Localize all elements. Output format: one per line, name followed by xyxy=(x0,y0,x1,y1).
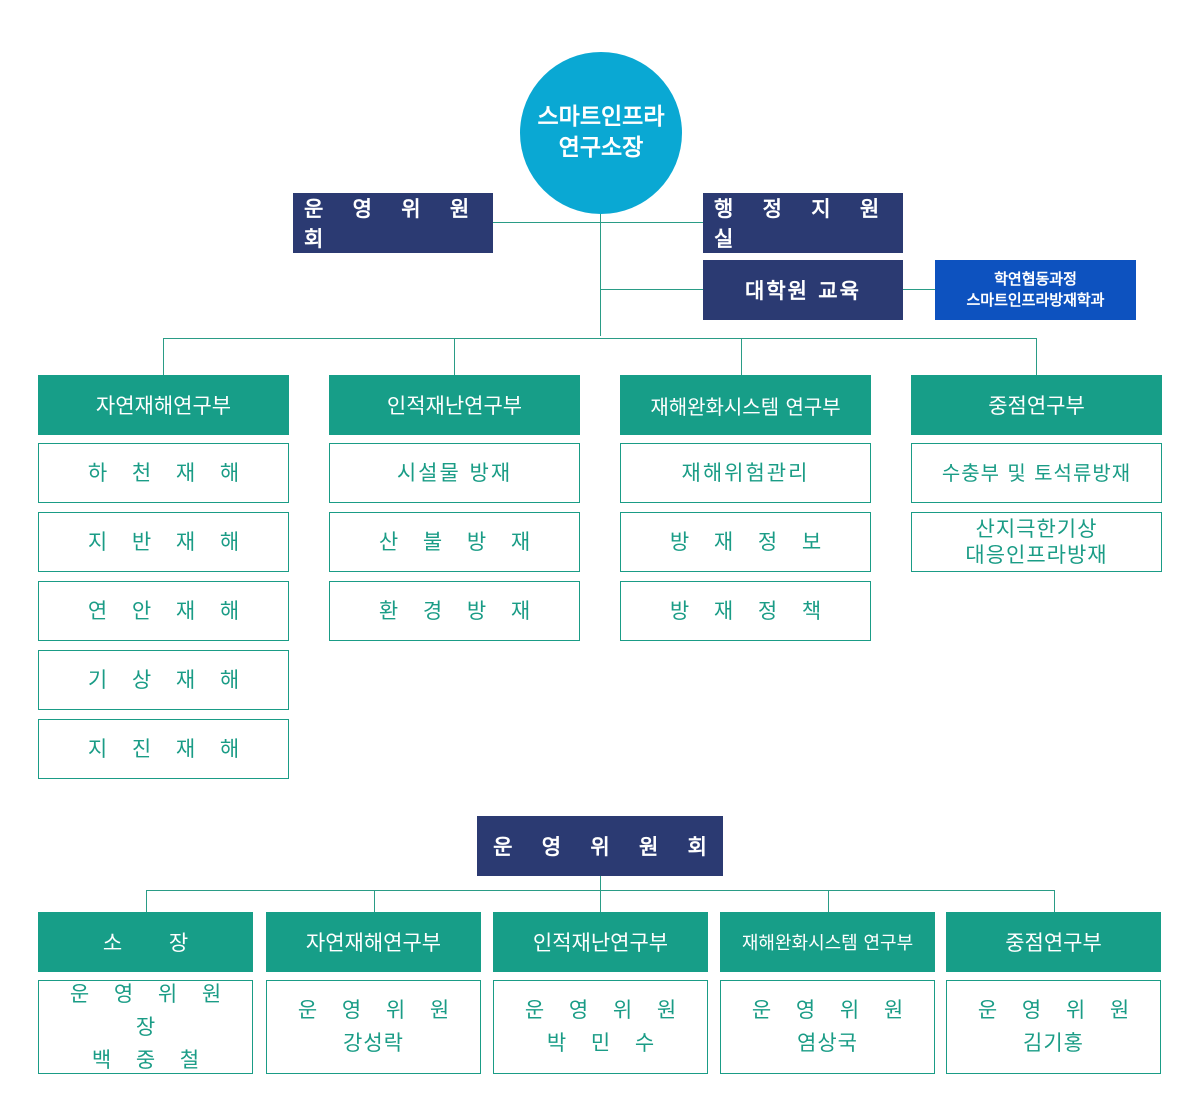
division-unit: 연 안 재 해 xyxy=(38,581,289,641)
member-header: 재해완화시스템 연구부 xyxy=(720,912,935,972)
director-line-2: 연구소장 xyxy=(558,135,644,161)
member-card: 운 영 위 원 장 백 중 철 xyxy=(38,980,253,1074)
director-line-1: 스마트인프라 xyxy=(537,104,665,130)
committee-node: 운 영 위 원 회 xyxy=(293,193,493,253)
member-header: 인적재난연구부 xyxy=(493,912,708,972)
member-role: 운 영 위 원 xyxy=(751,998,913,1022)
division-unit: 기 상 재 해 xyxy=(38,650,289,710)
member-name: 박 민 수 xyxy=(546,1031,664,1055)
graduate-program-node: 학연협동과정 스마트인프라방재학과 xyxy=(935,260,1136,320)
division-unit: 재해위험관리 xyxy=(620,443,871,503)
member-role: 운 영 위 원 xyxy=(297,998,459,1022)
member-header: 소 장 xyxy=(38,912,253,972)
division-unit: 방 재 정 책 xyxy=(620,581,871,641)
division-unit: 수충부 및 토석류방재 xyxy=(911,443,1162,503)
admin-office-node: 행 정 지 원 실 xyxy=(703,193,903,253)
member-card: 운 영 위 원 박 민 수 xyxy=(493,980,708,1074)
division-header-human: 인적재난연구부 xyxy=(329,375,580,435)
member-card: 운 영 위 원 염상국 xyxy=(720,980,935,1074)
member-card: 운 영 위 원 김기홍 xyxy=(946,980,1161,1074)
division-unit: 방 재 정 보 xyxy=(620,512,871,572)
member-role: 운 영 위 원 xyxy=(524,998,686,1022)
member-name: 염상국 xyxy=(797,1031,858,1055)
division-header-focus: 중점연구부 xyxy=(911,375,1162,435)
division-header-mitigation: 재해완화시스템 연구부 xyxy=(620,375,871,435)
member-role: 운 영 위 원 장 xyxy=(69,981,231,1039)
member-card: 운 영 위 원 강성락 xyxy=(266,980,481,1074)
member-name: 백 중 철 xyxy=(91,1047,209,1072)
division-unit: 환 경 방 재 xyxy=(329,581,580,641)
graduate-program-line-1: 학연협동과정 xyxy=(994,270,1077,288)
division-unit: 시설물 방재 xyxy=(329,443,580,503)
member-header: 자연재해연구부 xyxy=(266,912,481,972)
director-node: 스마트인프라 연구소장 xyxy=(520,52,682,214)
division-unit: 하 천 재 해 xyxy=(38,443,289,503)
member-header: 중점연구부 xyxy=(946,912,1161,972)
member-name: 김기홍 xyxy=(1023,1031,1084,1055)
division-unit: 산 불 방 재 xyxy=(329,512,580,572)
division-unit: 지 반 재 해 xyxy=(38,512,289,572)
graduate-education-node: 대학원 교육 xyxy=(703,260,903,320)
division-header-natural: 자연재해연구부 xyxy=(38,375,289,435)
graduate-program-line-2: 스마트인프라방재학과 xyxy=(966,291,1105,309)
member-role: 운 영 위 원 xyxy=(977,998,1139,1022)
committee-section-title: 운 영 위 원 회 xyxy=(477,816,723,876)
division-unit: 지 진 재 해 xyxy=(38,719,289,779)
member-name: 강성락 xyxy=(343,1031,404,1055)
division-unit: 산지극한기상 대응인프라방재 xyxy=(911,512,1162,572)
